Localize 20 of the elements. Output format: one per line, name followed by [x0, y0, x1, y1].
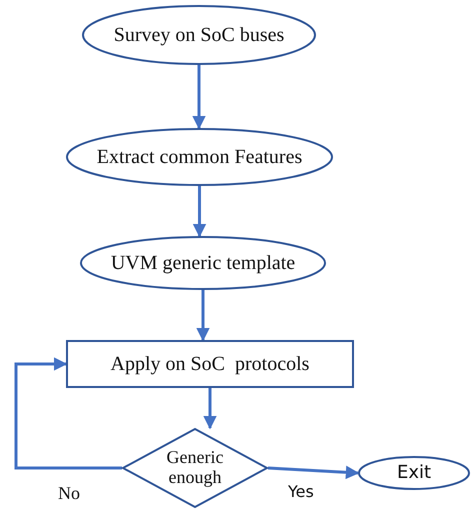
edge-label: Yes	[288, 482, 314, 501]
oval-terminal	[358, 456, 470, 490]
process-box	[66, 340, 354, 388]
oval-terminal	[82, 5, 316, 65]
arrow	[192, 65, 206, 130]
arrow	[203, 388, 217, 430]
oval-terminal	[80, 236, 326, 290]
node-label: Survey on SoC buses	[114, 24, 284, 46]
node-label: Extract common Features	[96, 146, 302, 168]
edge-label: No	[58, 483, 80, 504]
node-label: Generic enough	[166, 448, 224, 488]
decision-diamond	[122, 428, 268, 508]
arrow	[196, 290, 210, 342]
arrow	[192, 186, 206, 238]
node-label: Exit	[396, 463, 432, 483]
oval-terminal	[66, 128, 333, 186]
arrow	[14, 357, 122, 470]
node-label: UVM generic template	[110, 252, 296, 274]
node-label: Apply on SoC protocols	[110, 353, 310, 375]
arrow	[268, 466, 360, 480]
